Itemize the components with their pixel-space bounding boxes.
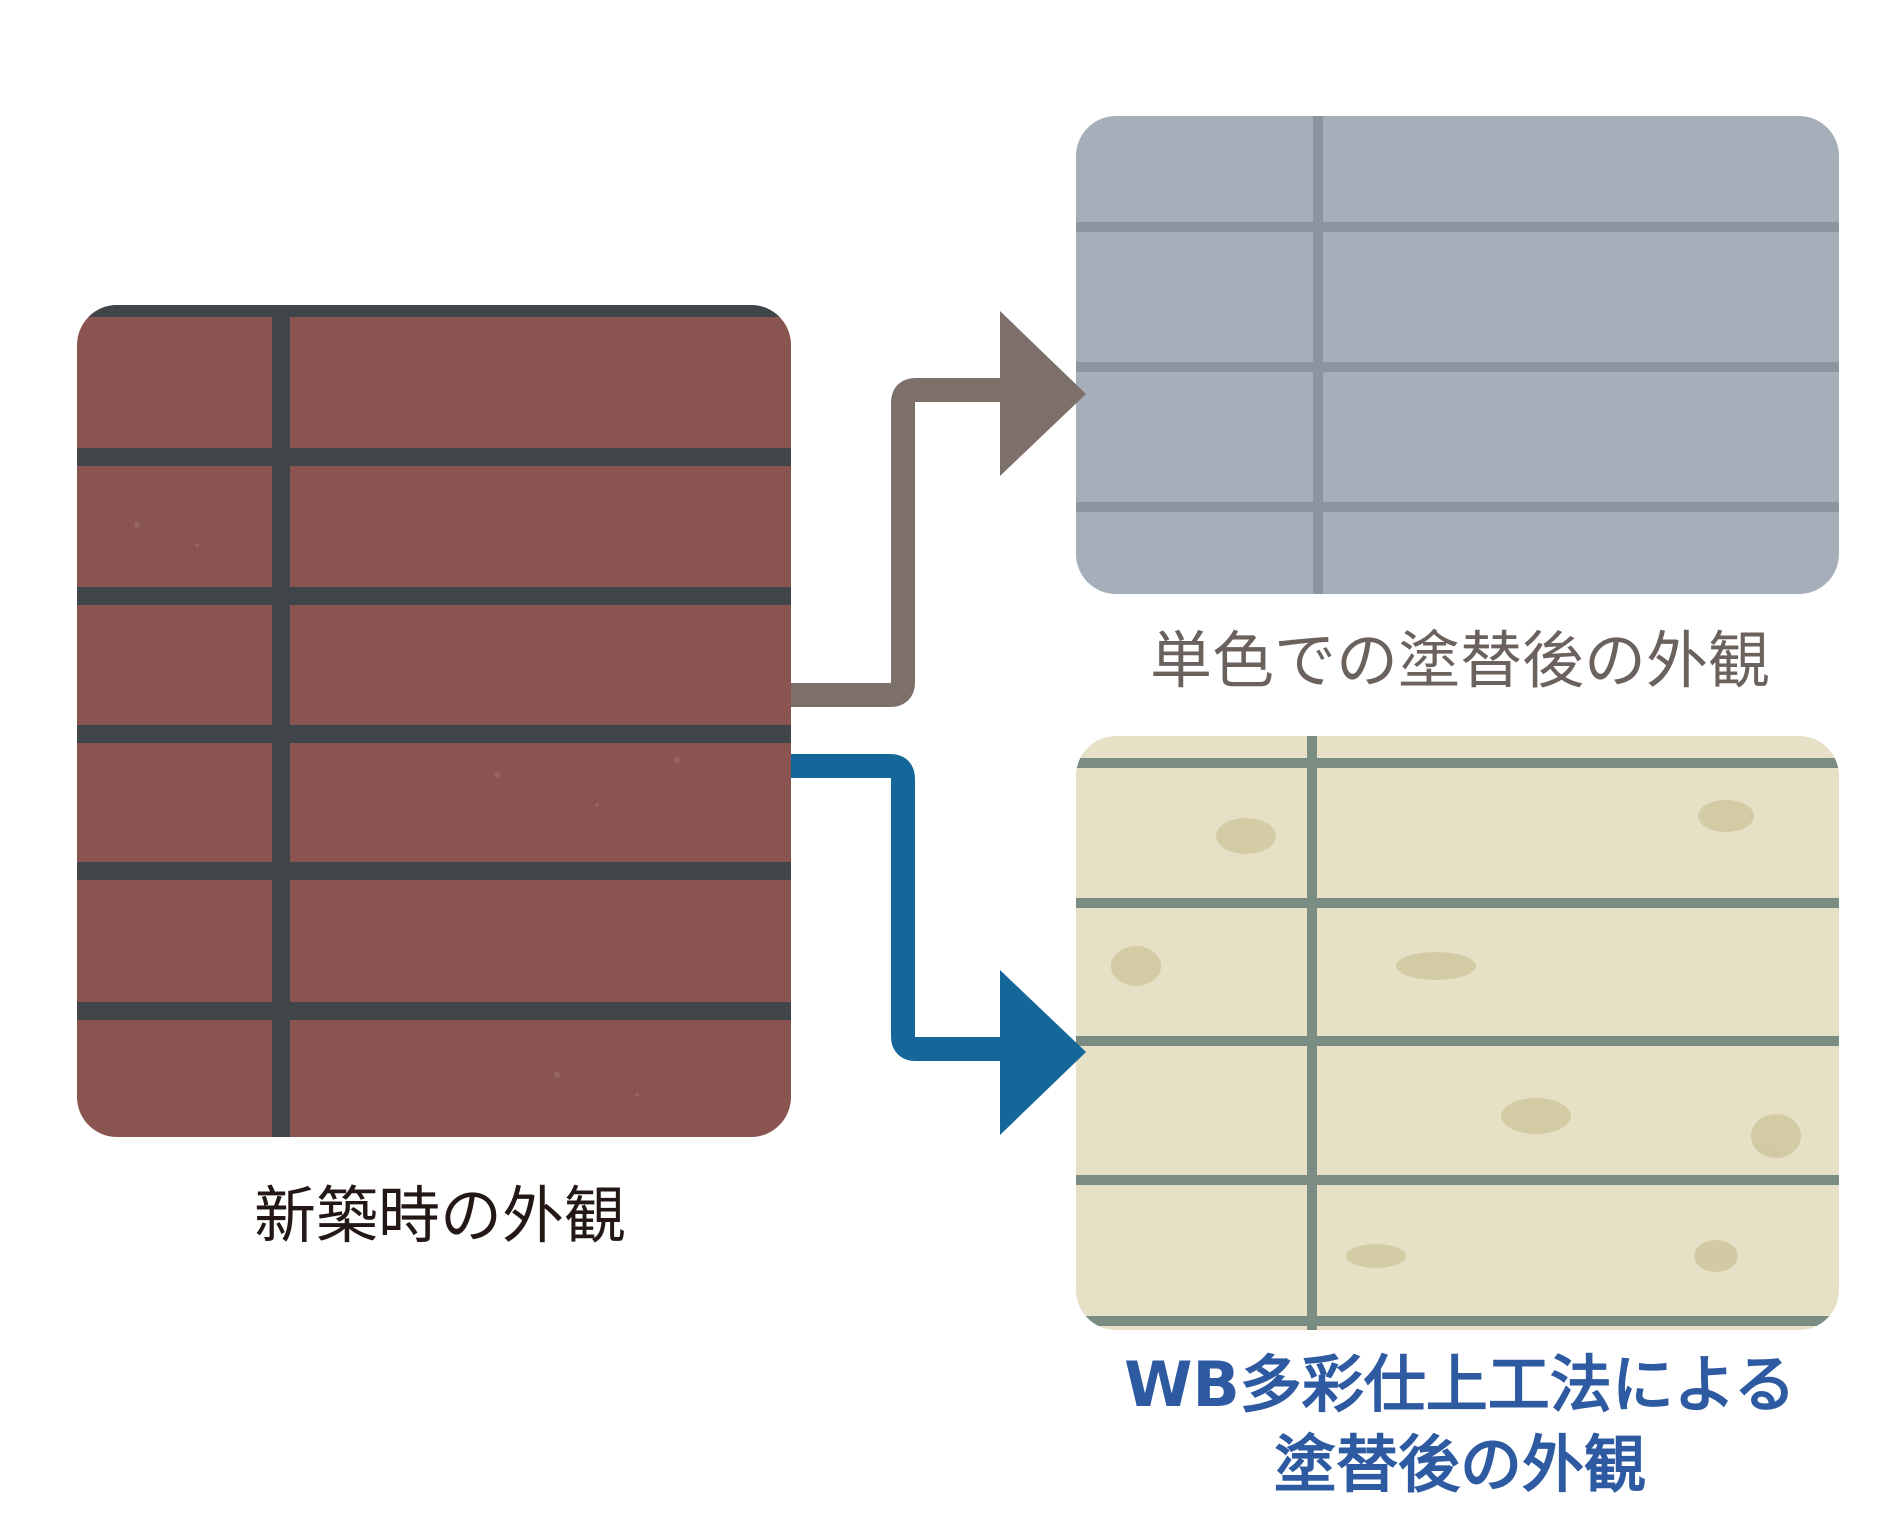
single-color-label: 単色での塗替後の外観 — [1149, 624, 1770, 697]
arrow-to-single-color — [791, 378, 1005, 707]
wb-multicolor-label: WB多彩仕上工法による 塗替後の外観 — [1060, 1345, 1860, 1505]
original-label: 新築時の外観 — [253, 1179, 626, 1252]
wb-label-line2: 塗替後の外観 — [1273, 1428, 1646, 1501]
arrow-head-blue-icon — [1000, 970, 1086, 1135]
single-color-wall-photo — [1076, 116, 1839, 594]
original-wall-photo — [77, 305, 791, 1137]
wb-label-line1: WB多彩仕上工法による — [1124, 1348, 1796, 1421]
arrow-head-gray-icon — [1000, 311, 1086, 476]
arrow-to-wb-multicolor — [791, 754, 1005, 1061]
wb-multicolor-wall-photo — [1076, 736, 1839, 1330]
